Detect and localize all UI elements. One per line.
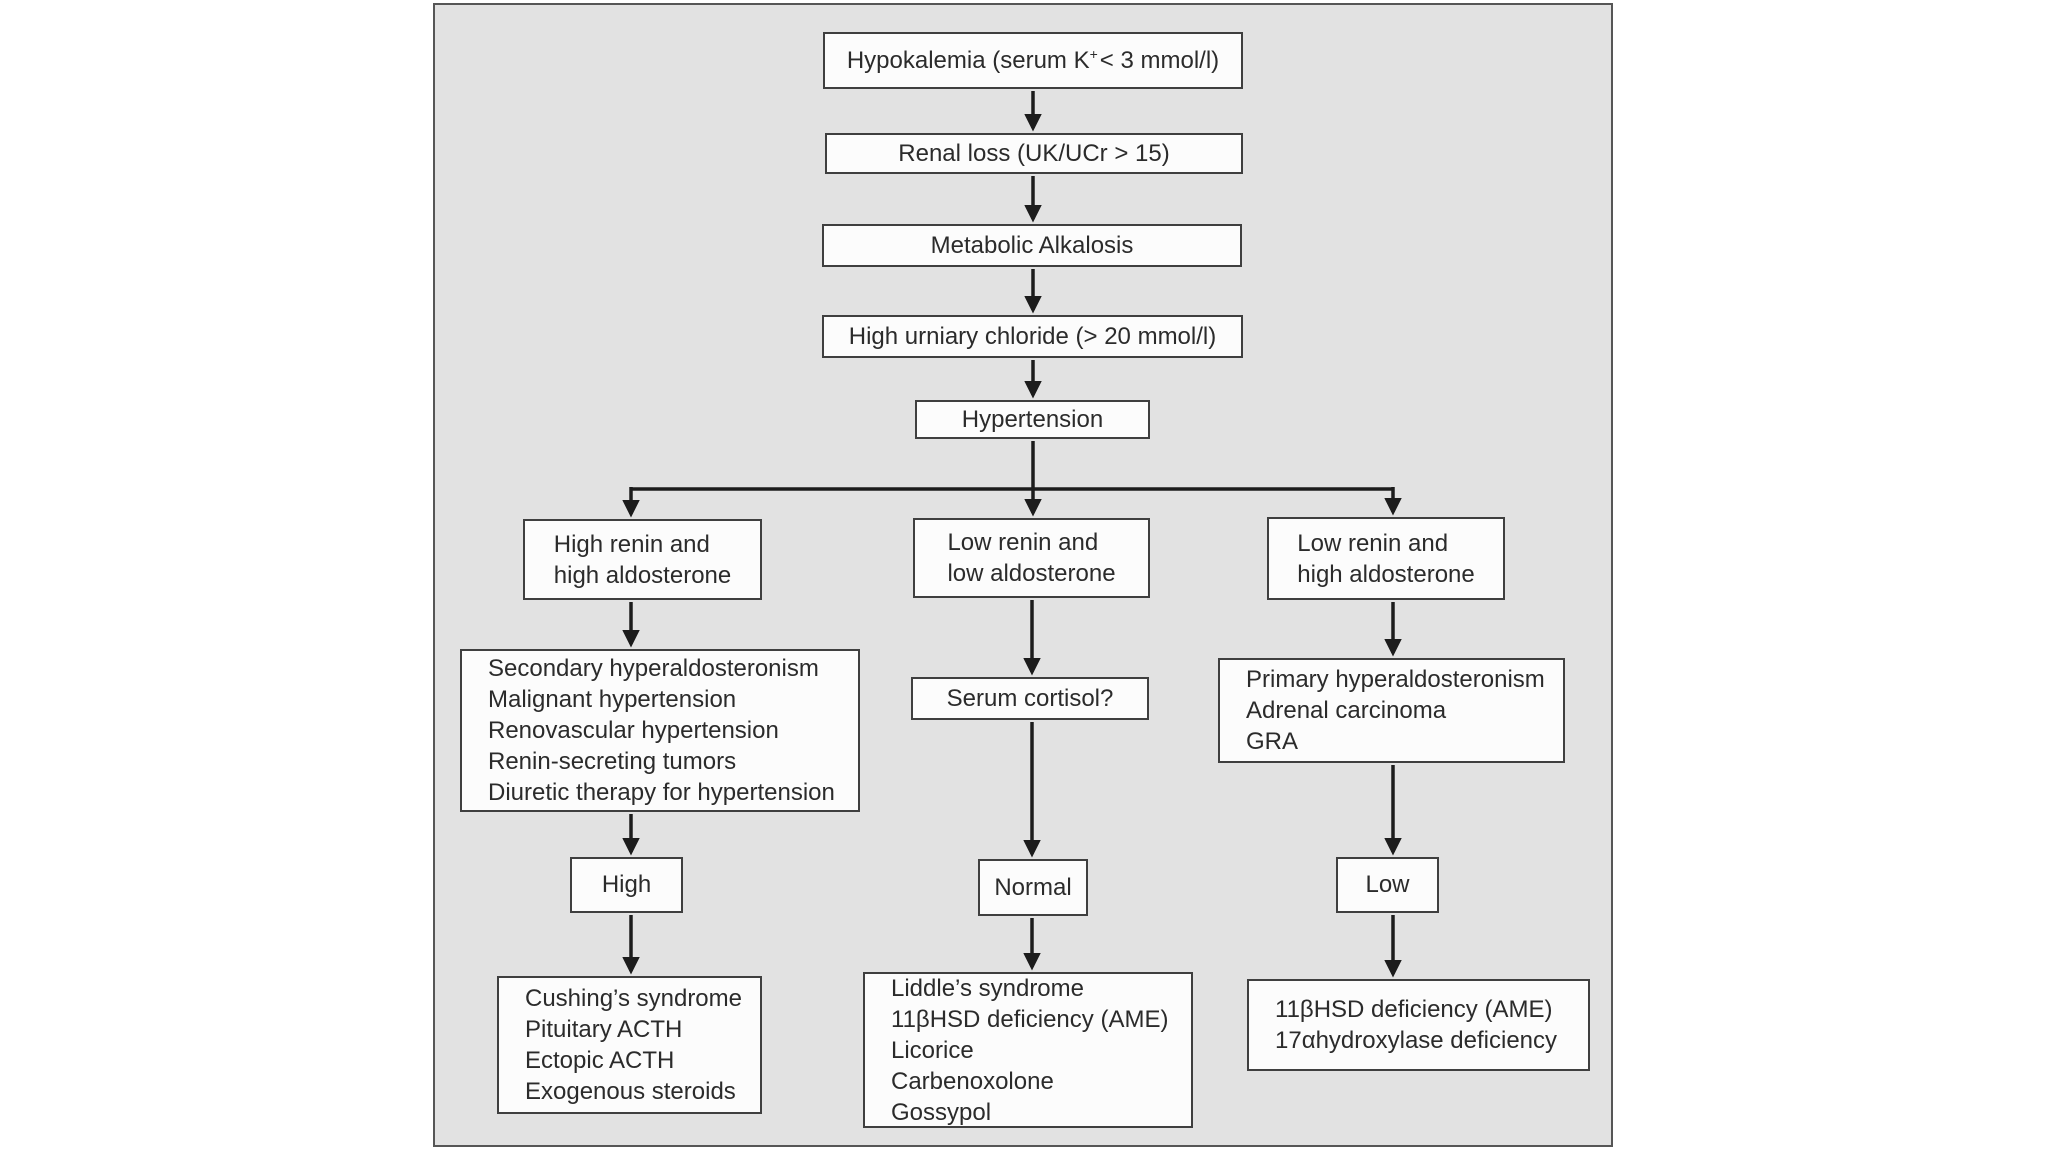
node-low-renin-low-aldosterone-label: Low renin and low aldosterone	[947, 527, 1115, 589]
node-metabolic-alkalosis: Metabolic Alkalosis	[822, 224, 1242, 267]
label-line: Low renin and	[1297, 529, 1449, 557]
node-metabolic-alkalosis-label: Metabolic Alkalosis	[930, 231, 1134, 259]
node-low-renin-low-aldosterone: Low renin and low aldosterone	[913, 518, 1150, 598]
label-line: High renin and	[553, 530, 710, 558]
hypokalemia-text-suffix: < 3 mmol/l)	[1099, 47, 1220, 74]
node-low-result: Low	[1336, 857, 1439, 913]
node-high-urinary-chloride-label: High urniary chloride (> 20 mmol/l)	[848, 322, 1217, 350]
node-ame-causes-list: 11βHSD deficiency (AME) 17αhydroxylase d…	[1275, 994, 1557, 1056]
node-serum-cortisol-label: Serum cortisol?	[946, 684, 1114, 712]
list-item: Ectopic ACTH	[525, 1047, 675, 1074]
list-item: 11βHSD deficiency (AME)	[1275, 996, 1553, 1023]
label-line: Low renin and	[947, 529, 1099, 556]
list-item: GRA	[1246, 728, 1299, 755]
node-normal-result: Normal	[978, 859, 1088, 916]
node-hypokalemia-label: Hypokalemia (serum K+< 3 mmol/l)	[847, 46, 1219, 75]
node-normal-result-label: Normal	[994, 873, 1072, 901]
node-high-renin-high-aldosterone: High renin and high aldosterone	[523, 519, 762, 600]
list-item: 17αhydroxylase deficiency	[1275, 1027, 1558, 1054]
node-hypertension: Hypertension	[915, 400, 1150, 439]
node-cushing-causes: Cushing’s syndrome Pituitary ACTH Ectopi…	[497, 976, 762, 1114]
label-line: low aldosterone	[947, 560, 1116, 587]
list-item: Liddle’s syndrome	[891, 974, 1084, 1002]
node-hypokalemia: Hypokalemia (serum K+< 3 mmol/l)	[823, 32, 1243, 89]
node-liddle-causes-list: Liddle’s syndrome 11βHSD deficiency (AME…	[891, 973, 1168, 1128]
node-low-renin-high-aldosterone: Low renin and high aldosterone	[1267, 517, 1505, 600]
list-item: Cushing’s syndrome	[525, 985, 742, 1012]
list-item: Pituitary ACTH	[525, 1016, 683, 1043]
node-serum-cortisol: Serum cortisol?	[911, 677, 1149, 720]
label-line: high aldosterone	[553, 561, 732, 589]
list-item: Renovascular hypertension	[488, 717, 779, 744]
list-item: Adrenal carcinoma	[1246, 697, 1447, 724]
node-primary-hyperaldosteronism-causes: Primary hyperaldosteronism Adrenal carci…	[1218, 658, 1565, 763]
node-low-result-label: Low	[1365, 871, 1410, 898]
node-cushing-causes-list: Cushing’s syndrome Pituitary ACTH Ectopi…	[525, 983, 742, 1107]
list-item: Licorice	[891, 1036, 974, 1064]
list-item: Diuretic therapy for hypertension	[488, 779, 835, 806]
list-item: Malignant hypertension	[488, 686, 737, 713]
node-high-result: High	[570, 857, 683, 913]
list-item: Primary hyperaldosteronism	[1246, 666, 1545, 693]
node-renal-loss: Renal loss (UK/UCr > 15)	[825, 133, 1243, 174]
hypokalemia-text-prefix: Hypokalemia (serum K	[846, 47, 1090, 74]
node-ame-causes: 11βHSD deficiency (AME) 17αhydroxylase d…	[1247, 979, 1590, 1071]
node-secondary-hyperaldosteronism-causes: Secondary hyperaldosteronism Malignant h…	[460, 649, 860, 812]
node-renal-loss-label: Renal loss (UK/UCr > 15)	[898, 139, 1170, 167]
node-secondary-causes-list: Secondary hyperaldosteronism Malignant h…	[488, 653, 835, 808]
list-item: Secondary hyperaldosteronism	[488, 655, 819, 682]
list-item: 11βHSD deficiency (AME)	[891, 1005, 1169, 1033]
potassium-superscript: +	[1089, 46, 1098, 62]
node-liddle-causes: Liddle’s syndrome 11βHSD deficiency (AME…	[863, 972, 1193, 1128]
node-primary-causes-list: Primary hyperaldosteronism Adrenal carci…	[1246, 664, 1545, 757]
label-line: high aldosterone	[1297, 560, 1475, 588]
node-high-urinary-chloride: High urniary chloride (> 20 mmol/l)	[822, 315, 1243, 358]
list-item: Exogenous steroids	[525, 1078, 736, 1105]
list-item: Gossypol	[891, 1098, 992, 1126]
node-hypertension-label: Hypertension	[961, 405, 1104, 433]
list-item: Renin-secreting tumors	[488, 748, 737, 775]
node-high-renin-high-aldosterone-label: High renin and high aldosterone	[554, 529, 731, 591]
node-high-result-label: High	[601, 871, 652, 898]
list-item: Carbenoxolone	[891, 1067, 1054, 1095]
node-low-renin-high-aldosterone-label: Low renin and high aldosterone	[1297, 528, 1474, 590]
